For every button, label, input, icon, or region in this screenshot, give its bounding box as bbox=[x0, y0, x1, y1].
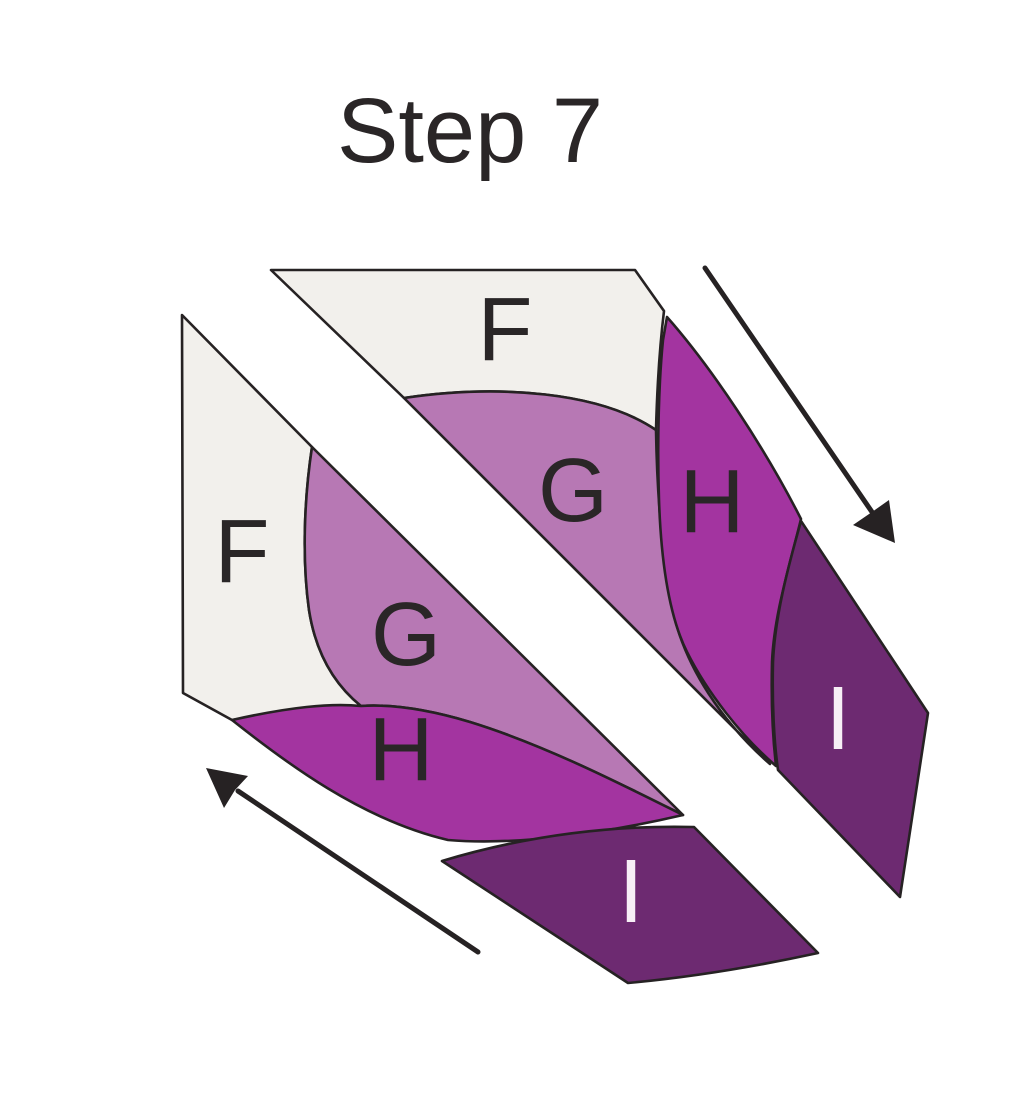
arrow-up-left-line bbox=[235, 788, 481, 955]
arrow-down-right bbox=[702, 265, 895, 543]
piece-label-i-right: I bbox=[825, 669, 850, 769]
piece-h-right bbox=[656, 315, 803, 768]
arrow-up-left bbox=[206, 768, 481, 955]
block-half-lower-left: F G H I bbox=[180, 313, 820, 985]
piece-i-right bbox=[771, 519, 930, 899]
arrow-down-right-line bbox=[702, 265, 875, 515]
block-half-upper-right: F G H I bbox=[269, 268, 930, 899]
piece-label-f-right: F bbox=[478, 280, 533, 380]
piece-label-i-left: I bbox=[618, 842, 643, 942]
piece-label-h-right: H bbox=[680, 452, 745, 552]
piece-i-left bbox=[440, 825, 820, 985]
arrowhead-down-right-icon bbox=[853, 500, 895, 543]
arrowhead-up-left-icon bbox=[206, 768, 248, 808]
piece-label-f-left: F bbox=[215, 502, 270, 602]
piece-h-left bbox=[230, 703, 685, 843]
step-title: Step 7 bbox=[337, 80, 603, 182]
piece-label-h-left: H bbox=[369, 700, 434, 800]
piece-label-g-right: G bbox=[538, 441, 608, 541]
piece-label-g-left: G bbox=[371, 585, 441, 685]
